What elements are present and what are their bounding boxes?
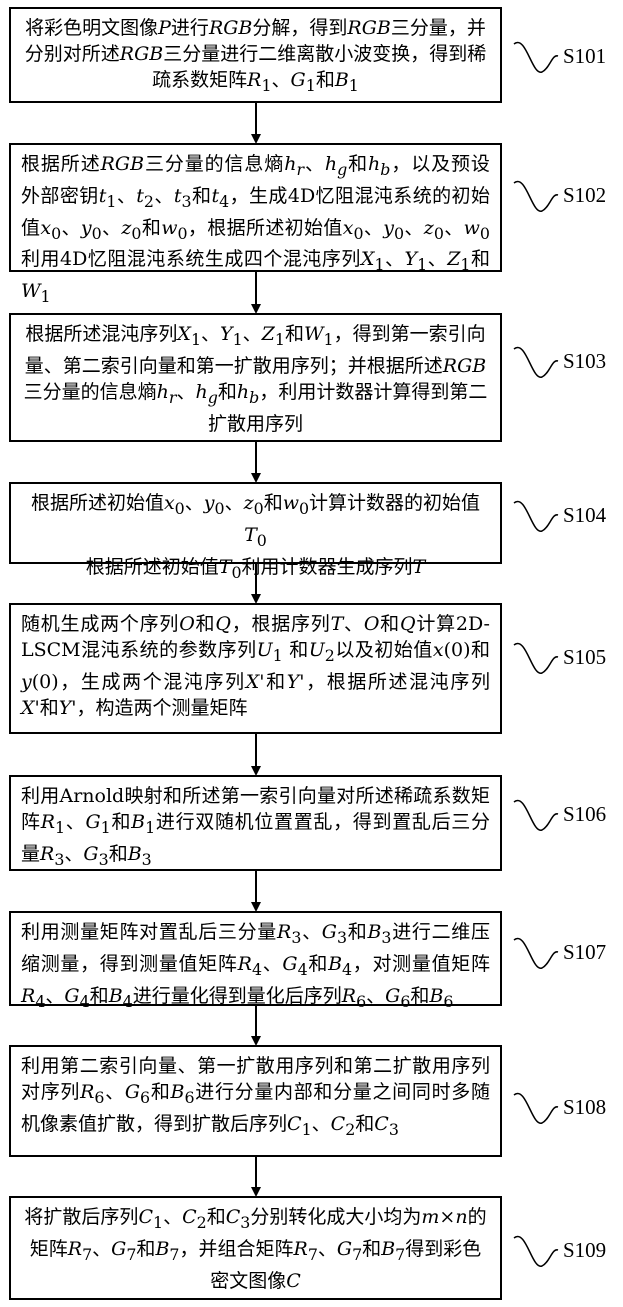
- wave-connector-s105: [514, 643, 558, 673]
- step-label-s107: S107: [563, 940, 606, 965]
- step-label-s104: S104: [563, 503, 606, 528]
- step-label-s103: S103: [563, 349, 606, 374]
- step-box-s109: 将扩散后序列C1、C2和C3分别转化成大小均为m×n的矩阵R7、G7和B7，并组…: [9, 1196, 502, 1300]
- step-box-s108: 利用第二索引向量、第一扩散用序列和第二扩散用序列对序列R6、G6和B6进行分量内…: [9, 1045, 502, 1157]
- wave-connector-s109: [514, 1236, 558, 1266]
- step-box-s105: 随机生成两个序列O和Q，根据序列T、O和Q计算2D-LSCM混沌系统的参数序列U…: [9, 603, 502, 734]
- wave-connector-s108: [514, 1093, 558, 1123]
- step-box-s103: 根据所述混沌序列X1、Y1、Z1和W1，得到第一索引向量、第二索引向量和第一扩散…: [9, 313, 502, 442]
- step-box-s106: 利用Arnold映射和所述第一索引向量对所述稀疏系数矩阵R1、G1和B1进行双随…: [9, 775, 502, 871]
- step-label-s106: S106: [563, 802, 606, 827]
- wave-connector-s106: [514, 800, 558, 830]
- wave-connector-s103: [514, 347, 558, 377]
- step-label-s101: S101: [563, 44, 606, 69]
- step-label-s102: S102: [563, 183, 606, 208]
- wave-connector-s104: [514, 501, 558, 531]
- step-box-s102: 根据所述RGB三分量的信息熵hr、hg和hb，以及预设外部密钥t1、t2、t3和…: [9, 143, 502, 272]
- step-label-s109: S109: [563, 1238, 606, 1263]
- step-box-s104: 根据所述初始值x0、y0、z0和w0计算计数器的初始值T0根据所述初始值T0利用…: [9, 482, 502, 564]
- step-box-s107: 利用测量矩阵对置乱后三分量R3、G3和B3进行二维压缩测量，得到测量值矩阵R4、…: [9, 911, 502, 1006]
- wave-connector-s102: [514, 181, 558, 211]
- wave-connector-s101: [514, 42, 558, 72]
- step-label-s105: S105: [563, 645, 606, 670]
- wave-connector-s107: [514, 938, 558, 968]
- step-box-s101: 将彩色明文图像P进行RGB分解，得到RGB三分量，并分别对所述RGB三分量进行二…: [9, 7, 502, 103]
- step-label-s108: S108: [563, 1095, 606, 1120]
